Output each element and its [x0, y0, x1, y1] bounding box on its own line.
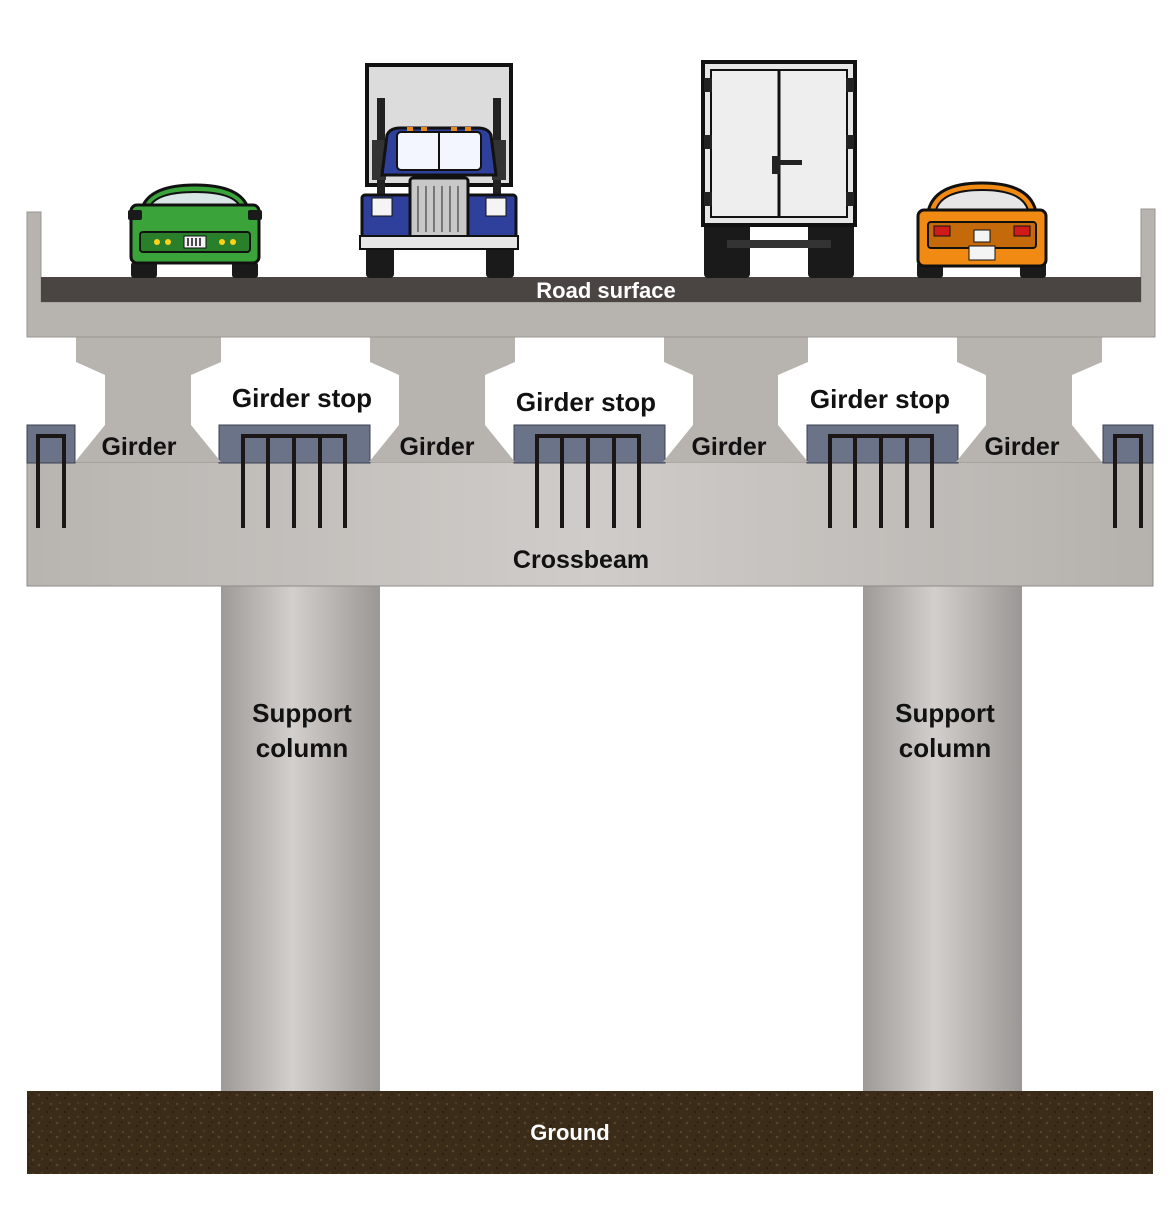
girder-label-3: Girder	[691, 433, 766, 461]
girder-label-4: Girder	[984, 433, 1059, 461]
support-column-left-label-line2: column	[256, 733, 348, 763]
crossbeam-label: Crossbeam	[513, 546, 649, 574]
girder-2	[369, 336, 515, 462]
girders	[75, 336, 1102, 462]
girder-stop-label-2: Girder stop	[516, 387, 656, 417]
support-column-left	[221, 586, 380, 1091]
girder-stop-label-3: Girder stop	[810, 384, 950, 414]
blue-semi-truck-front	[359, 63, 519, 278]
girder-1	[75, 336, 221, 462]
ground	[27, 1091, 1153, 1174]
support-column-left-label-line1: Support	[252, 698, 352, 728]
girder-label-2: Girder	[399, 433, 474, 461]
orange-car-rear	[916, 181, 1048, 278]
green-car-front	[128, 183, 262, 278]
girder-4	[956, 336, 1102, 462]
support-column-right	[863, 586, 1022, 1091]
pad-left-edge	[26, 424, 76, 464]
girder-3	[663, 336, 808, 462]
road-surface-label: Road surface	[536, 278, 675, 303]
support-column-right-label-line1: Support	[895, 698, 995, 728]
support-column-right-label-line2: column	[899, 733, 991, 763]
girder-stop-label-1: Girder stop	[232, 383, 372, 413]
girder-label-1: Girder	[101, 433, 176, 461]
bridge-deck	[26, 208, 1156, 338]
ground-label: Ground	[530, 1120, 609, 1145]
rebar-anchors	[36, 434, 1143, 528]
pad-right-edge	[1102, 424, 1154, 464]
box-truck-rear	[701, 60, 857, 278]
road-surface	[41, 277, 1141, 302]
